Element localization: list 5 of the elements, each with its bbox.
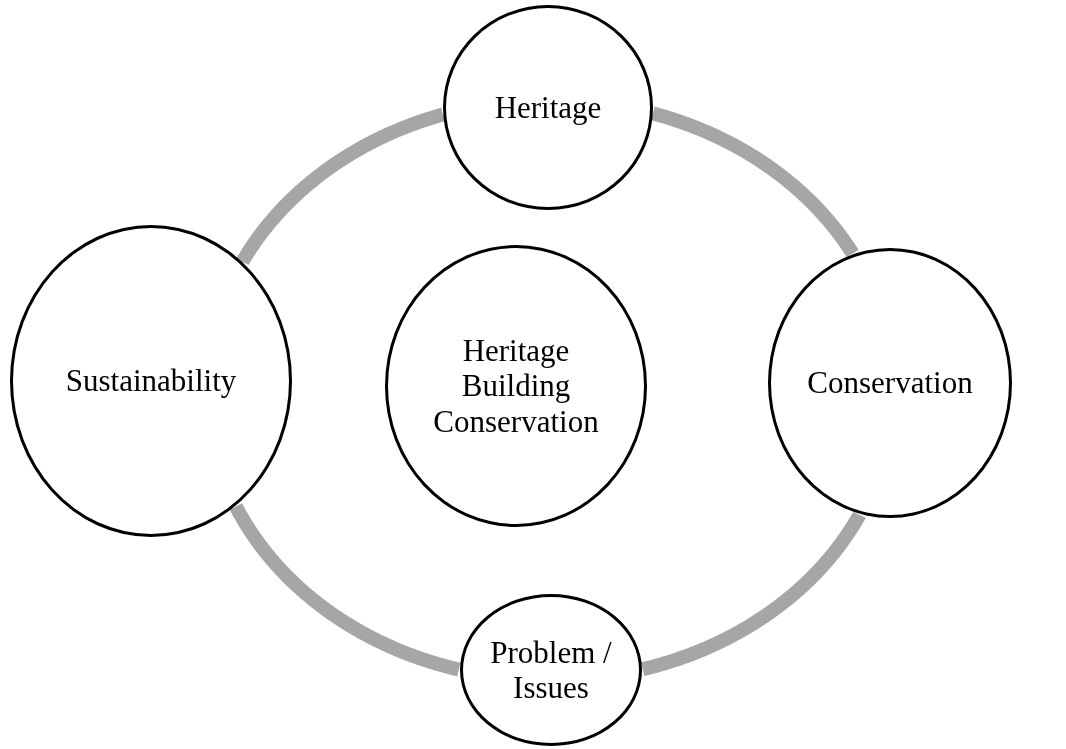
node-label: Sustainability: [65, 363, 237, 399]
node-label: Heritage Building Conservation: [432, 333, 600, 439]
node-label: Problem / Issues: [489, 635, 613, 705]
node-label: Heritage: [494, 90, 602, 125]
node-label: Conservation: [807, 365, 973, 401]
